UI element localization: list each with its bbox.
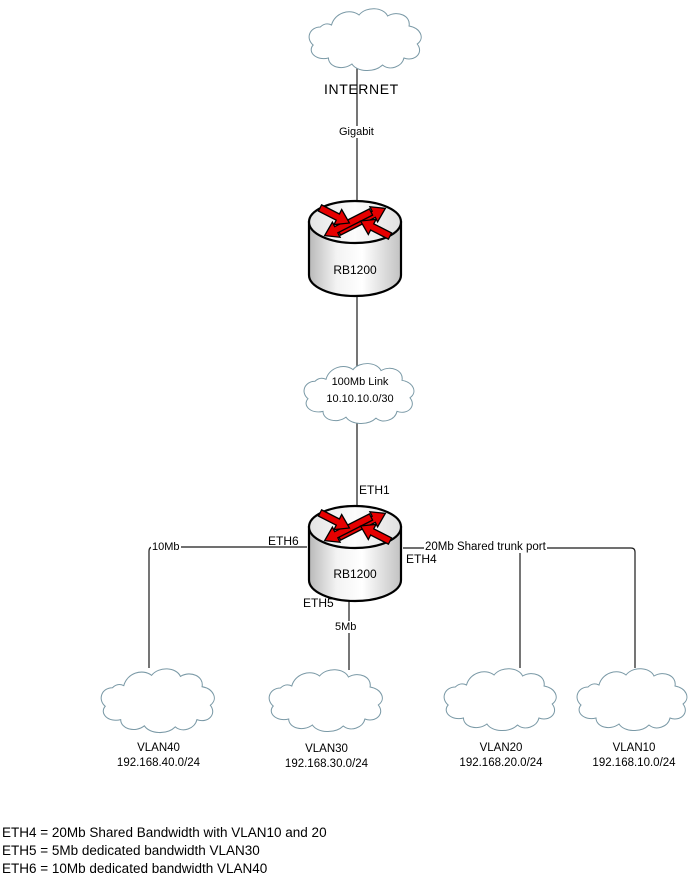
internet-cloud bbox=[308, 8, 422, 72]
legend: ETH4 = 20Mb Shared Bandwidth with VLAN10… bbox=[2, 824, 327, 878]
wan-cloud-speed: 100Mb Link bbox=[331, 376, 389, 388]
eth4-port-label: ETH4 bbox=[406, 552, 437, 566]
link-eth4-vlan10 bbox=[403, 547, 636, 668]
vlan30-subnet: 192.168.30.0/24 bbox=[284, 758, 369, 770]
eth1-port-label: ETH1 bbox=[359, 483, 390, 497]
edge-router-icon bbox=[309, 505, 401, 601]
legend-line-eth6: ETH6 = 10Mb dedicated bandwidth VLAN40 bbox=[2, 861, 268, 876]
vlan40-name: VLAN40 bbox=[137, 742, 180, 754]
vlan20-name: VLAN20 bbox=[479, 742, 523, 754]
vlan20-label: VLAN20 192.168.20.0/24 bbox=[440, 741, 562, 771]
vlan30-label: VLAN30 192.168.30.0/24 bbox=[265, 742, 388, 772]
core-router-icon bbox=[309, 200, 401, 296]
gigabit-link-label: Gigabit bbox=[338, 126, 375, 138]
vlan10-name: VLAN10 bbox=[612, 742, 656, 754]
vlan30-cloud bbox=[268, 669, 383, 733]
vlan40-cloud bbox=[100, 668, 215, 734]
eth6-speed-label: 10Mb bbox=[151, 541, 181, 553]
vlan10-label: VLAN10 192.168.10.0/24 bbox=[573, 741, 695, 771]
eth5-speed-label: 5Mb bbox=[334, 621, 358, 633]
clouds bbox=[100, 8, 688, 734]
eth6-port-label: ETH6 bbox=[268, 534, 299, 548]
vlan20-cloud bbox=[443, 668, 557, 732]
vlan30-name: VLAN30 bbox=[305, 743, 348, 755]
link-eth6-vlan40 bbox=[148, 546, 307, 668]
wan-cloud-label: 100Mb Link 10.10.10.0/30 bbox=[300, 374, 420, 408]
vlan40-label: VLAN40 192.168.40.0/24 bbox=[97, 741, 220, 771]
internet-label: INTERNET bbox=[324, 81, 399, 97]
legend-line-eth4: ETH4 = 20Mb Shared Bandwidth with VLAN10… bbox=[2, 825, 327, 840]
edge-router-label: RB1200 bbox=[333, 567, 377, 581]
vlan10-subnet: 192.168.10.0/24 bbox=[592, 757, 676, 769]
vlan40-subnet: 192.168.40.0/24 bbox=[116, 757, 201, 769]
trunk-port-label: 20Mb Shared trunk port bbox=[424, 541, 547, 553]
vlan20-subnet: 192.168.20.0/24 bbox=[459, 757, 543, 769]
legend-line-eth5: ETH5 = 5Mb dedicated bandwidth VLAN30 bbox=[2, 843, 260, 858]
core-router-label: RB1200 bbox=[333, 263, 377, 277]
vlan10-cloud bbox=[576, 668, 688, 732]
eth5-port-label: ETH5 bbox=[303, 596, 334, 610]
wan-cloud-subnet: 10.10.10.0/30 bbox=[326, 393, 394, 405]
